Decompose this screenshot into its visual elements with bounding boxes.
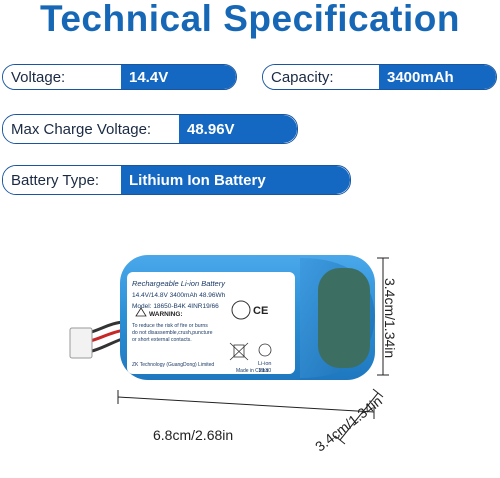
warning-title: WARNING:	[149, 311, 183, 318]
dimension-height: 3.4cm/1.34in	[382, 278, 398, 359]
label-line1: Rechargeable Li-ion Battery	[132, 279, 226, 288]
battery-wires	[69, 320, 126, 359]
spec-voltage-label: Voltage:	[3, 65, 121, 89]
recycle-icon	[258, 343, 272, 357]
warning-triangle-icon	[135, 307, 147, 317]
liion-mark: Li-ion	[258, 361, 271, 367]
spec-capacity-value: 3400mAh	[379, 65, 496, 89]
warning-line2: do not disassemble,crush,puncture	[132, 330, 213, 336]
battery-label-sticker	[127, 272, 295, 374]
battery-insulator-pad	[318, 268, 370, 368]
label-line2: 14.4V/14.8V 3400mAh 48.96Wh	[132, 292, 226, 299]
ce-mark: CE	[253, 305, 268, 317]
page-title: Technical Specification	[40, 0, 460, 39]
spec-voltage: Voltage: 14.4V	[2, 64, 237, 90]
spec-max-charge-voltage: Max Charge Voltage: 48.96V	[2, 114, 298, 144]
spec-capacity-label: Capacity:	[263, 65, 379, 89]
spec-battery-type-value: Lithium Ion Battery	[121, 166, 350, 194]
spec-battery-type-label: Battery Type:	[3, 166, 121, 194]
label-origin: Made in China	[236, 368, 268, 374]
crossed-bin-icon	[229, 342, 249, 361]
spec-max-charge-value: 48.96V	[179, 115, 297, 143]
spec-max-charge-label: Max Charge Voltage:	[3, 115, 179, 143]
warning-line1: To reduce the risk of fire or burns	[132, 323, 208, 329]
dimension-lines	[117, 257, 389, 445]
spec-capacity: Capacity: 3400mAh	[262, 64, 497, 90]
spec-battery-type: Battery Type: Lithium Ion Battery	[2, 165, 351, 195]
spec-voltage-value: 14.4V	[121, 65, 236, 89]
dimension-width: 6.8cm/2.68in	[153, 427, 234, 443]
label-line3: Model: 18650-B4K 4INR19/66	[132, 303, 219, 310]
certification-seal-icon	[231, 300, 251, 320]
warning-line3: or short external contacts.	[132, 337, 192, 343]
connector-plug	[69, 327, 93, 359]
liion-code: 2130	[259, 368, 271, 374]
label-maker: ZK Technology (GuangDong) Limited	[132, 362, 214, 368]
